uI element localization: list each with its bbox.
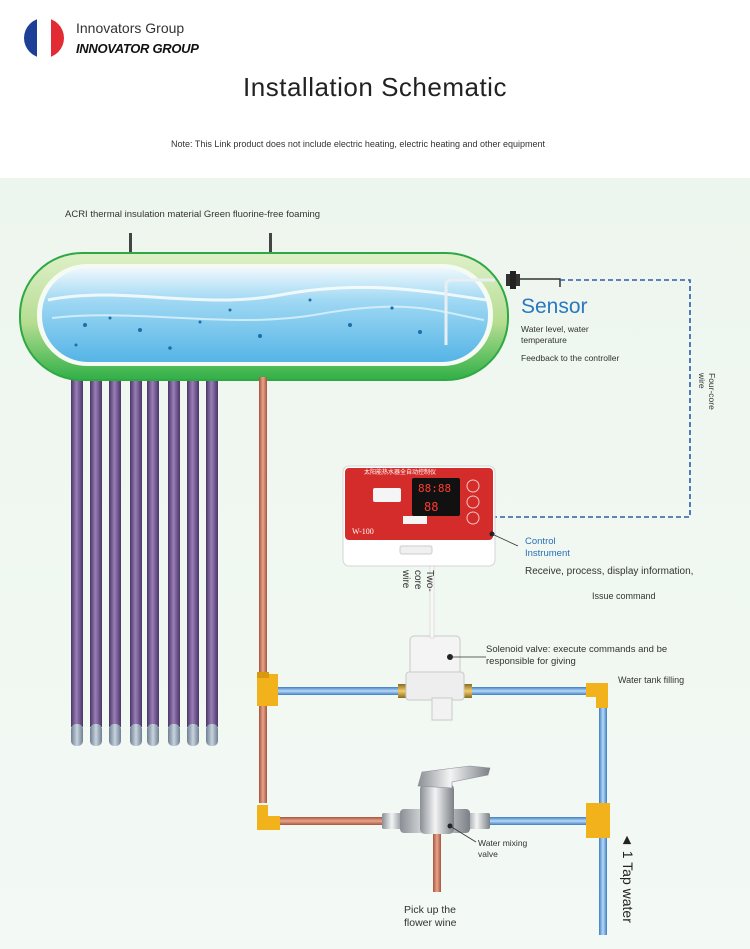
note-text: Note: This Link product does not include… xyxy=(170,139,546,149)
water-tank xyxy=(19,252,509,381)
cold-pipe-top xyxy=(278,687,398,695)
brand-name: Innovators Group xyxy=(76,20,185,36)
sensor-title: Sensor xyxy=(521,295,588,318)
vacuum-tube xyxy=(147,375,159,746)
mixing-valve xyxy=(382,765,491,834)
controller-brand-text: 太阳能热水器全自动控制仪 xyxy=(364,470,437,476)
receive-label: Receive, process, display information, xyxy=(525,566,694,577)
tap-water-label: ◄ 1 Tap water xyxy=(620,833,636,923)
hot-pipe-vertical xyxy=(259,377,267,803)
fitting-bottom-right xyxy=(586,803,610,838)
vacuum-tubes xyxy=(71,375,218,746)
brand-subtitle: INNOVATOR GROUP xyxy=(76,41,199,56)
vacuum-tube xyxy=(90,375,102,746)
vacuum-tube xyxy=(206,375,218,746)
fitting-bottom-left xyxy=(257,805,280,830)
mixing-valve-label: Water mixing valve xyxy=(478,838,528,859)
water-tank-filling-label: Water tank filling xyxy=(618,675,685,685)
tank-inlet-pipe-left xyxy=(129,233,132,255)
fitting-top-right xyxy=(586,683,608,708)
vacuum-tube xyxy=(109,375,121,746)
vacuum-tube xyxy=(168,375,180,746)
cold-pipe-bottom xyxy=(488,817,588,825)
vacuum-tube xyxy=(187,375,199,746)
solenoid-label: Solenoid valve: execute commands and be … xyxy=(486,644,668,667)
issue-command-label: Issue command xyxy=(592,591,656,601)
two-core-wire xyxy=(429,565,435,639)
hot-pipe-outlet xyxy=(433,832,441,892)
cold-pipe-top-right xyxy=(470,687,588,695)
mixing-leader-line xyxy=(449,825,477,843)
page-title: Installation Schematic xyxy=(243,72,507,102)
insulation-label: ACRI thermal insulation material Green f… xyxy=(65,209,321,220)
sensor-description: Water level, water temperature xyxy=(521,324,589,345)
fitting-top-left xyxy=(257,672,278,706)
vacuum-tube xyxy=(71,375,83,746)
tank-inlet-pipe-right xyxy=(269,233,272,255)
two-core-wire-label: Two-core wire xyxy=(400,570,435,592)
control-leader-line xyxy=(491,533,519,547)
control-instrument xyxy=(342,465,496,567)
four-core-wire xyxy=(492,279,691,518)
vacuum-tube xyxy=(130,375,142,746)
france-flag-icon xyxy=(24,18,64,58)
solenoid-valve xyxy=(398,635,472,721)
controller-model: W-100 xyxy=(352,527,374,536)
sensor-connector xyxy=(506,271,561,289)
hot-pipe-horizontal xyxy=(262,817,382,825)
control-instrument-label: Control Instrument xyxy=(525,536,570,559)
controller-temp: 88 xyxy=(424,500,439,514)
header: Innovators Group INNOVATOR GROUP Install… xyxy=(0,0,750,178)
four-core-wire-label: Four-core wire xyxy=(696,373,717,410)
feedback-label: Feedback to the controller xyxy=(521,353,620,363)
controller-display: 88:88 xyxy=(418,482,452,495)
pickup-label: Pick up the flower wine xyxy=(404,904,457,930)
